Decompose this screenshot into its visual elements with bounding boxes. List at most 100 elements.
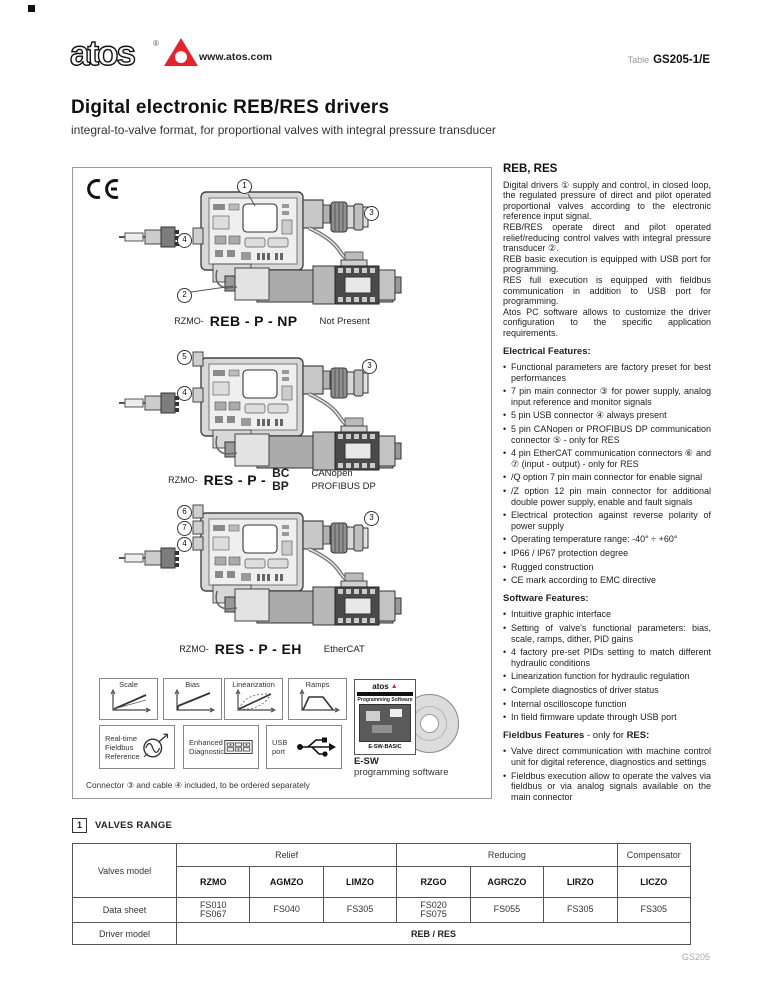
model-cell: RZGO <box>396 866 471 898</box>
model-code: REB - P - NP <box>209 313 298 329</box>
feature-bullet: IP66 / IP67 protection degree <box>503 548 711 559</box>
feature-bullet: 4 pin EtherCAT communication connectors … <box>503 448 711 469</box>
note-profibus: PROFIBUS DP <box>311 481 376 492</box>
model-code: RES - P - <box>203 472 267 488</box>
atos-triangle-icon: ▲ <box>390 682 398 690</box>
feature-bullet: Valve direct communication with machine … <box>503 746 711 767</box>
software-features-title: Software Features: <box>503 592 589 604</box>
info-column: REB, RES Digital drivers ① supply and co… <box>503 163 711 805</box>
icon-box-fieldbus-reference: Real-time Fieldbus Reference <box>99 725 175 769</box>
model-cell: AGMZO <box>249 866 324 898</box>
feature-bullet: Internal oscilloscope function <box>503 699 711 710</box>
group-relief: Relief <box>175 843 398 867</box>
model-prefix: RZMO- <box>179 644 209 654</box>
datasheet-cell: FS040 <box>249 897 324 923</box>
atos-logo: atos ® <box>69 33 198 79</box>
info-paragraph: REB/RES operate direct and pilot operate… <box>503 221 711 254</box>
datasheet-cell: FS305 <box>322 897 398 923</box>
bias-icon <box>174 688 215 713</box>
feature-bullet: CE mark according to EMC directive <box>503 575 711 586</box>
page-subtitle: integral-to-valve format, for proportion… <box>71 123 496 137</box>
feature-bullet: Fieldbus execution allow to operate the … <box>503 771 711 803</box>
esw-software-box: atos▲ Programming Software E-SW-BASIC <box>354 679 416 755</box>
feature-bullet: Electrical protection against reverse po… <box>503 510 711 531</box>
diagnostic-grid-icon <box>224 740 253 754</box>
icon-box-usb-port: USB port <box>266 725 342 769</box>
table-code: GS205-1/E <box>653 54 710 66</box>
group-reducing: Reducing <box>396 843 618 867</box>
icon-label: Linearization <box>232 680 275 689</box>
callout-4: 4 <box>177 386 192 401</box>
icon-box-scale: Scale <box>99 678 158 720</box>
valve-drawing-res-eth <box>117 504 403 627</box>
valve-drawing-reb <box>117 190 403 306</box>
model-prefix: RZMO- <box>168 475 198 485</box>
callout-5: 5 <box>177 350 192 365</box>
figure-box: 1 3 4 2 5 4 3 6 7 4 3 RZMO- REB - P - NP… <box>72 167 492 799</box>
model-cell: LIRZO <box>543 866 618 898</box>
esw-caption-text: programming software <box>354 767 449 778</box>
icon-label: Scale <box>119 680 138 689</box>
esw-brand: atos <box>372 681 389 691</box>
crop-mark <box>28 5 35 12</box>
svg-text:®: ® <box>153 39 159 48</box>
info-paragraphs: Digital drivers ① supply and control, in… <box>503 180 711 339</box>
esw-band-label: Programming Software <box>357 697 413 703</box>
usb-icon <box>297 737 336 757</box>
model-cell: LIMZO <box>322 866 398 898</box>
model-cell: RZMO <box>175 866 251 898</box>
software-features-list: Intuitive graphic interfaceSetting of va… <box>503 609 711 722</box>
feature-bullet: /Z option 12 pin main connector for addi… <box>503 486 711 507</box>
feature-bullet: Rugged construction <box>503 562 711 573</box>
fieldbus-features-title: Fieldbus Features - only for RES: <box>503 729 650 741</box>
icon-label: Enhanced Diagnostic <box>189 738 225 756</box>
driver-model-value: REB / RES <box>176 922 691 945</box>
ramps-icon <box>299 688 340 713</box>
page-title: Digital electronic REB/RES drivers <box>71 97 390 118</box>
website-link[interactable]: www.atos.com <box>199 51 273 63</box>
linearization-icon <box>235 688 276 713</box>
esw-caption: E-SW programming software <box>354 756 449 778</box>
fieldbus-wave-icon <box>142 733 168 758</box>
feature-bullet: In field firmware update through USB por… <box>503 712 711 723</box>
icon-label: Real-time Fieldbus Reference <box>105 733 140 761</box>
callout-4: 4 <box>177 537 192 552</box>
feature-bullet: 7 pin main connector ③ for power supply,… <box>503 386 711 407</box>
callout-2: 2 <box>177 288 192 303</box>
info-paragraph: Atos PC software allows to customize the… <box>503 306 711 338</box>
fieldbus-note: EtherCAT <box>323 643 365 655</box>
callout-1: 1 <box>237 179 252 194</box>
feature-bullet: Intuitive graphic interface <box>503 609 711 620</box>
info-paragraph: Digital drivers ① supply and control, in… <box>503 179 711 222</box>
icon-label: USB port <box>272 738 288 756</box>
callout-3: 3 <box>362 359 377 374</box>
feature-bullet: 5 pin USB connector ④ always present <box>503 410 711 421</box>
info-heading: REB, RES <box>503 163 558 175</box>
datasheet-cell: FS020 FS075 <box>396 897 471 923</box>
fieldbus-features-list: Valve direct communication with machine … <box>503 746 711 802</box>
model-code-res-eth: RZMO- RES - P - EH EtherCAT <box>73 641 471 657</box>
note-canopen: CANopen <box>311 468 353 479</box>
datasheet-cell: FS010 FS067 <box>175 897 251 923</box>
esw-name: E-SW <box>354 756 379 767</box>
driver-row: Driver model REB / RES <box>72 922 691 945</box>
model-code: RES - P - EH <box>214 641 302 657</box>
model-prefix: RZMO- <box>174 316 204 326</box>
section-number: 1 <box>72 818 87 833</box>
group-compensator: Compensator <box>616 843 692 867</box>
feature-bullet: /Q option 7 pin main connector for enabl… <box>503 472 711 483</box>
datasheet-cell: FS055 <box>469 897 545 923</box>
icon-box-ramps: Ramps <box>288 678 347 720</box>
feature-bullet: Functional parameters are factory preset… <box>503 362 711 383</box>
esw-edition: E-SW-BASIC <box>368 744 402 750</box>
feature-bullet: 4 factory pre-set PIDs setting to match … <box>503 647 711 668</box>
info-paragraph: RES full execution is equipped with fiel… <box>503 274 711 307</box>
info-paragraph: REB basic execution is equipped with USB… <box>503 253 711 275</box>
electrical-features-list: Functional parameters are factory preset… <box>503 362 711 586</box>
electrical-features-title: Electrical Features: <box>503 345 591 357</box>
icon-label: Ramps <box>305 680 330 689</box>
